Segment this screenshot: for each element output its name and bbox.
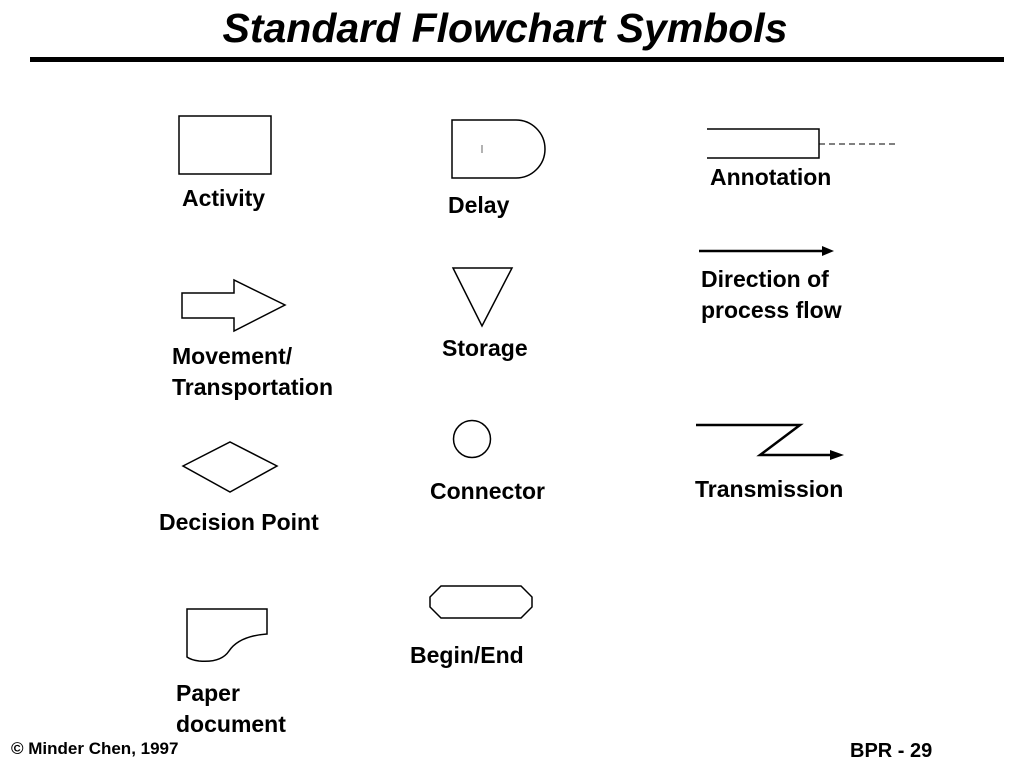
decision-label: Decision Point [159,509,319,535]
title-underline [30,57,1004,62]
paper-document-label: Paper document [176,678,286,740]
movement-label-line-2: Transportation [172,374,334,400]
connector-circle-icon [452,419,492,459]
direction-label-line-1: Direction of [701,266,829,292]
delay-label: Delay [448,192,510,218]
paper-document-icon [186,608,268,663]
activity-label: Activity [182,185,266,211]
direction-label-line-2: process flow [701,297,842,323]
storage-inverted-triangle-icon [451,267,514,328]
annotation-bracket-icon [707,128,899,159]
movement-label: Movement/ Transportation [172,341,333,403]
transmission-label: Transmission [695,476,844,502]
delay-d-shape-icon [451,119,546,179]
storage-label: Storage [442,335,528,361]
direction-label: Direction of process flow [701,264,842,326]
footer-page-number: BPR - 29 [850,740,933,762]
connector-label: Connector [430,478,545,504]
transmission-lightning-arrow-icon [696,423,844,460]
paper-document-label-line-1: Paper [176,680,240,706]
slide-title: Standard Flowchart Symbols [222,5,788,51]
begin-end-terminator-icon [429,585,533,619]
movement-block-arrow-icon [181,278,287,333]
paper-document-label-line-2: document [176,711,286,737]
direction-arrow-line-icon [699,246,834,256]
begin-end-label: Begin/End [410,642,524,668]
footer-copyright: © Minder Chen, 1997 [11,739,179,758]
activity-rectangle-icon [178,115,272,175]
decision-diamond-icon [181,441,279,493]
annotation-label: Annotation [710,164,832,190]
movement-label-line-1: Movement/ [172,343,293,369]
